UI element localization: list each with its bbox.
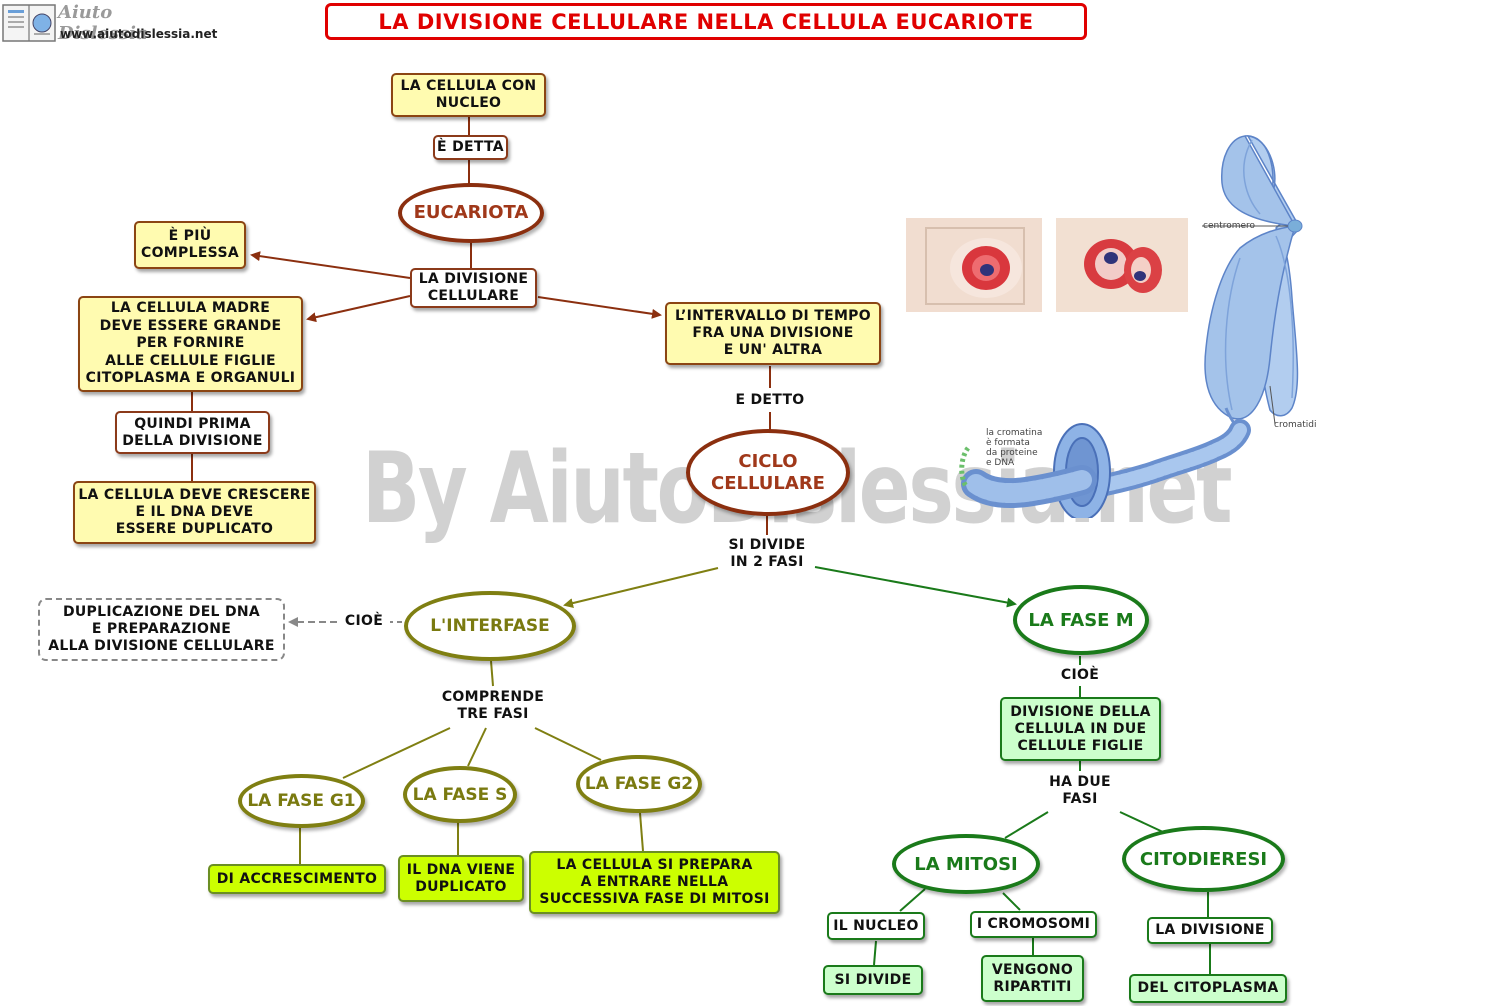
prepare-mitosis-node: LA CELLULA SI PREPARA A ENTRARE NELLA SU… xyxy=(529,851,780,914)
interphase-node: L'INTERFASE xyxy=(404,591,576,661)
logo-url: www.aiutodislessia.net xyxy=(60,27,218,41)
cytokinesis-node: CITODIERESI xyxy=(1122,826,1285,892)
includes-three-phases-label: COMPRENDE TRE FASI xyxy=(441,689,545,722)
dna-duplication-node: DUPLICAZIONE DEL DNA E PREPARAZIONE ALLA… xyxy=(38,598,285,661)
chromosome-image xyxy=(959,135,1303,518)
cell-micrograph-2-image xyxy=(1056,218,1188,312)
cell-division-node: LA DIVISIONE CELLULARE xyxy=(410,268,537,308)
dna-duplicated-node: IL DNA VIENE DUPLICATO xyxy=(398,855,524,902)
cell-must-grow-node: LA CELLULA DEVE CRESCERE E IL DNA DEVE E… xyxy=(73,481,316,544)
time-interval-node: L’INTERVALLO DI TEMPO FRA UNA DIVISIONE … xyxy=(665,302,881,365)
that-is-label-m-phase: CIOÈ xyxy=(1060,667,1100,683)
phase-s-node: LA FASE S xyxy=(403,766,517,823)
division-node: LA DIVISIONE xyxy=(1147,917,1273,944)
distributed-node: VENGONO RIPARTITI xyxy=(981,955,1084,1002)
growth-node: DI ACCRESCIMENTO xyxy=(208,864,386,894)
mother-cell-node: LA CELLULA MADRE DEVE ESSERE GRANDE PER … xyxy=(78,296,303,392)
chromatin-label: la cromatina è formata da proteine e DNA xyxy=(986,428,1043,468)
divides-node: SI DIVIDE xyxy=(823,965,923,995)
so-before-node: QUINDI PRIMA DELLA DIVISIONE xyxy=(115,411,270,454)
cytoplasm-node: DEL CITOPLASMA xyxy=(1129,974,1287,1003)
eukaryote-node: EUCARIOTA xyxy=(398,183,544,243)
cell-micrograph-1-image xyxy=(906,218,1042,312)
divides-2-phases-label: SI DIVIDE IN 2 FASI xyxy=(728,536,806,570)
book-icon xyxy=(2,4,56,42)
phase-g2-node: LA FASE G2 xyxy=(576,755,702,813)
more-complex-node: È PIÙ COMPLESSA xyxy=(134,221,246,269)
phase-g1-node: LA FASE G1 xyxy=(238,774,365,828)
cell-cycle-node: CICLO CELLULARE xyxy=(686,429,850,516)
that-is-label-interphase: CIOÈ xyxy=(344,612,384,629)
is-called-2-label: E DETTO xyxy=(735,391,805,408)
chromatids-label: cromatidi xyxy=(1274,420,1317,430)
two-daughter-cells-node: DIVISIONE DELLA CELLULA IN DUE CELLULE F… xyxy=(1000,697,1161,761)
m-phase-node: LA FASE M xyxy=(1013,585,1149,655)
mitosis-node: LA MITOSI xyxy=(892,834,1040,894)
has-two-phases-label: HA DUE FASI xyxy=(1049,774,1111,807)
logo-title: Aiuto Dislessia xyxy=(58,2,148,44)
is-called-node: È DETTA xyxy=(433,135,508,160)
centromere-label: centromero xyxy=(1203,221,1256,231)
logo: Aiuto Dislessia www.aiutodislessia.net xyxy=(0,0,217,46)
cell-with-nucleus-node: LA CELLULA CON NUCLEO xyxy=(391,73,546,117)
chromosomes-node: I CROMOSOMI xyxy=(970,911,1097,938)
nucleus-node: IL NUCLEO xyxy=(827,912,925,940)
page-title: LA DIVISIONE CELLULARE NELLA CELLULA EUC… xyxy=(325,3,1087,40)
